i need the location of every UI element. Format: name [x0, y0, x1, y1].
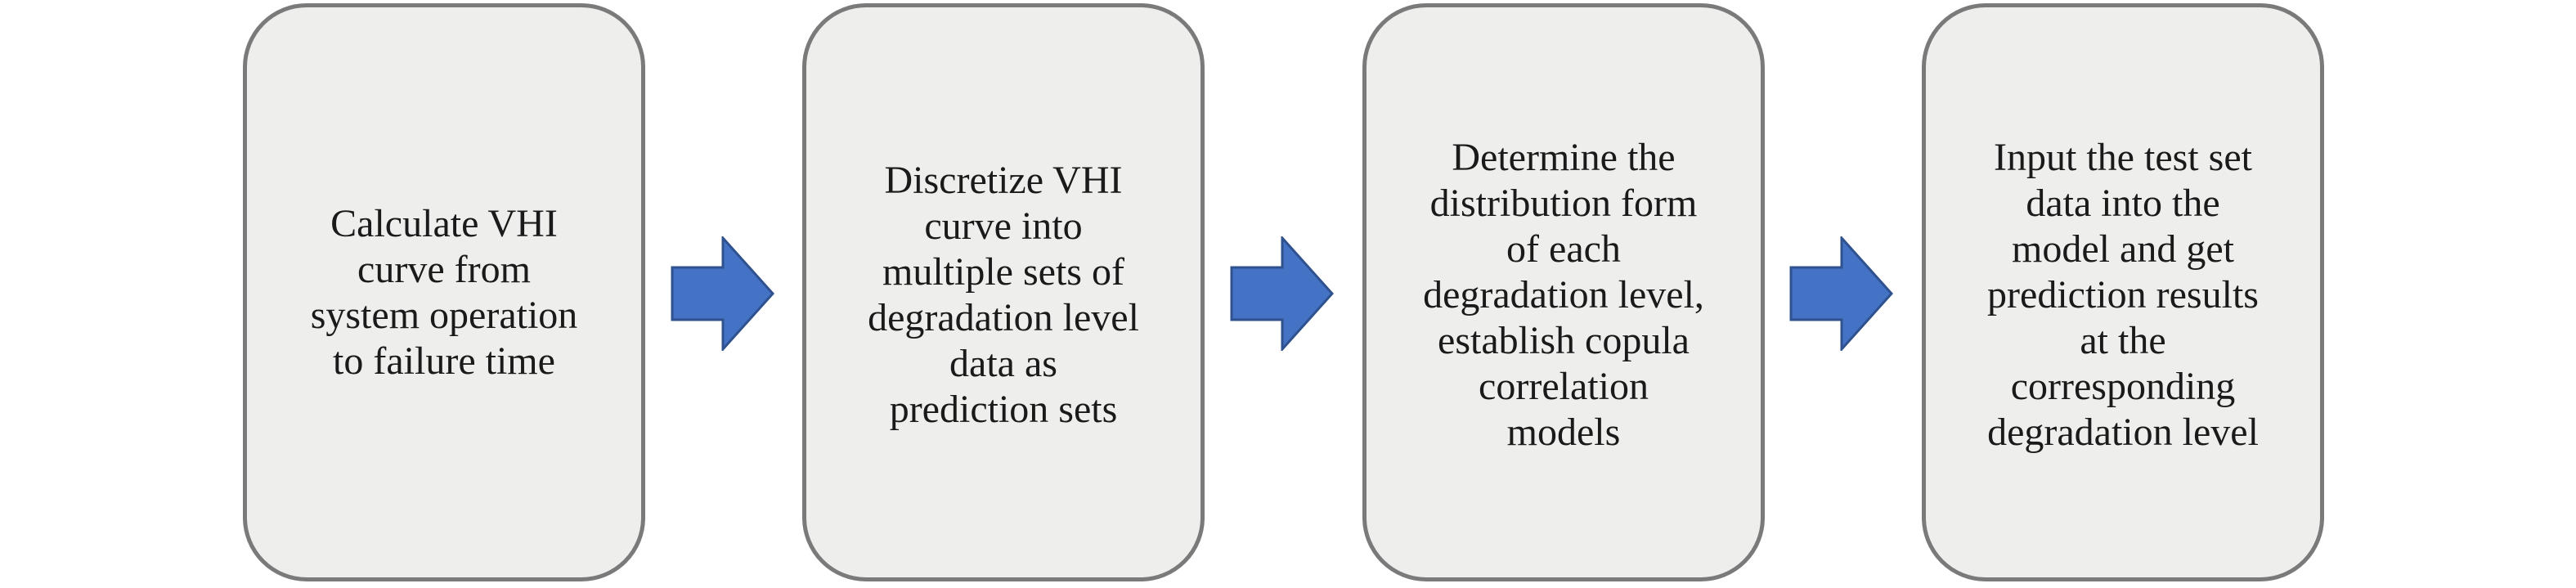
step-1-line-4: to failure time [333, 339, 555, 383]
step-4-line-7: degradation level [1987, 410, 2259, 454]
right-arrow-icon [1230, 236, 1335, 351]
step-box-4: Input the test set data into the model a… [1922, 3, 2324, 581]
right-arrow-icon [1789, 236, 1894, 351]
step-1-line-1: Calculate VHI [330, 201, 558, 245]
step-3-text: Determine the distribution form of each … [1408, 135, 1719, 456]
step-4-text: Input the test set data into the model a… [1972, 135, 2273, 456]
step-1-text: Calculate VHI curve from system operatio… [303, 201, 586, 384]
step-2-line-2: curve into [924, 204, 1083, 248]
step-2-line-1: Discretize VHI [884, 158, 1123, 202]
step-3-line-7: models [1506, 410, 1621, 454]
step-3-line-3: of each [1506, 227, 1621, 271]
step-4-line-4: prediction results [1987, 272, 2259, 316]
step-2-line-5: data as [949, 341, 1057, 385]
step-4-line-2: data into the [2026, 181, 2220, 225]
step-4-line-1: Input the test set [1994, 135, 2252, 179]
step-3-line-2: distribution form [1429, 181, 1698, 225]
step-2-line-3: multiple sets of [882, 249, 1124, 294]
step-3-line-1: Determine the [1452, 135, 1676, 179]
step-4-line-6: corresponding [2010, 364, 2236, 408]
step-4-line-5: at the [2080, 318, 2166, 362]
right-arrow-icon [671, 236, 775, 351]
step-2-text: Discretize VHI curve into multiple sets … [853, 158, 1154, 433]
step-1-line-2: curve from [357, 247, 531, 291]
step-2-line-6: prediction sets [889, 387, 1118, 431]
step-box-3: Determine the distribution form of each … [1362, 3, 1765, 581]
step-3-line-5: establish copula [1438, 318, 1690, 362]
step-1-line-3: system operation [310, 293, 578, 337]
step-box-1: Calculate VHI curve from system operatio… [243, 3, 645, 581]
step-2-line-4: degradation level [868, 295, 1139, 339]
step-3-line-6: correlation [1479, 364, 1649, 408]
step-box-2: Discretize VHI curve into multiple sets … [802, 3, 1205, 581]
step-4-line-3: model and get [2012, 227, 2234, 271]
step-3-line-4: degradation level, [1423, 272, 1704, 316]
